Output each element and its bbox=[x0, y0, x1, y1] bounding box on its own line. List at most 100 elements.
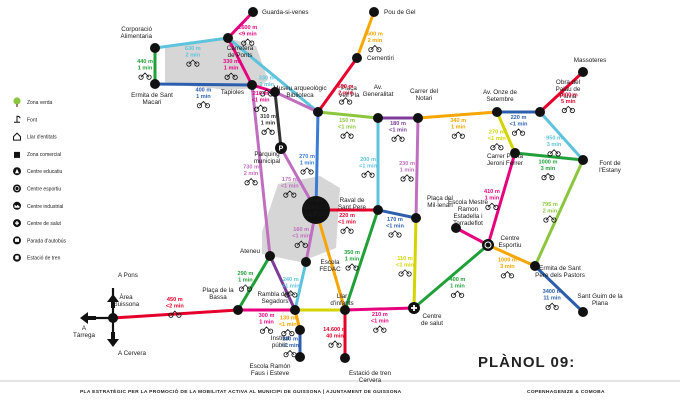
stop-node-ateneu[interactable] bbox=[265, 251, 275, 261]
stop-node-escola_ramon[interactable] bbox=[295, 352, 305, 362]
segment-time-label: 2 min bbox=[186, 52, 201, 58]
segment-ateneu-placa_bassa bbox=[236, 254, 272, 312]
stop-label-guarda: Guarda-si-venes bbox=[262, 9, 309, 16]
stop-node-rambla[interactable] bbox=[290, 305, 300, 315]
health-cross-glyph bbox=[411, 305, 417, 311]
stop-label-centre_esportiu: Centre bbox=[501, 235, 520, 242]
stop-node-sant_guim[interactable] bbox=[578, 307, 588, 317]
bicycle-icon bbox=[283, 349, 297, 358]
segment-obra_fluvia-font_estany bbox=[538, 110, 585, 162]
segment-distance-label: 330 m bbox=[259, 76, 275, 82]
segment-time-label: 1 min bbox=[138, 66, 153, 72]
bicycle-icon bbox=[168, 310, 182, 318]
stop-node-llar_infants[interactable] bbox=[340, 305, 350, 315]
stop-node-av_onze[interactable] bbox=[492, 107, 502, 117]
stop-node-bisbe[interactable] bbox=[302, 196, 330, 224]
stop-node-escola_mestre[interactable] bbox=[451, 223, 461, 233]
segment-escola_fedac-rambla bbox=[293, 260, 308, 312]
segment-time-label: <1 min bbox=[282, 283, 300, 289]
segment-placa_vell_pla-cementiri bbox=[316, 56, 359, 114]
stop-node-corporacio[interactable] bbox=[150, 43, 160, 53]
stop-label-cementiri: Cementiri bbox=[367, 55, 394, 62]
segment-distance-label: 270 m bbox=[299, 154, 315, 160]
stop-node-cementiri[interactable] bbox=[352, 53, 362, 63]
stop-label-pou_gel: Pou de Gel bbox=[384, 9, 416, 16]
bicycle-icon bbox=[261, 127, 275, 135]
stop-node-carrer_poeta[interactable] bbox=[510, 148, 520, 158]
segment-time-label: <1 min bbox=[386, 223, 404, 229]
segment-distance-label: 690 m bbox=[338, 84, 354, 90]
bicycle-icon bbox=[340, 226, 354, 234]
legend-label: Centre esportiu bbox=[27, 187, 61, 193]
segment-distance-label: 440 m bbox=[137, 59, 153, 65]
stop-label-area_guissona: Àrea bbox=[119, 292, 133, 301]
segment-distance-label: 795 m bbox=[542, 202, 558, 208]
route-stops: P bbox=[108, 7, 588, 363]
segment-placa_vell_pla-av_generalitat bbox=[316, 110, 380, 120]
stop-node-guarda[interactable] bbox=[248, 7, 258, 17]
stop-label-escola_ramon: Faus i Esteve bbox=[251, 370, 290, 377]
segment-time-label: <1 min bbox=[338, 220, 356, 226]
bicycle-icon bbox=[283, 190, 297, 198]
segment-raval-placa_millenari bbox=[376, 208, 418, 220]
segment-distance-label: 630 m bbox=[185, 46, 201, 52]
segment-time-label: <1 min bbox=[371, 318, 389, 324]
stop-label-placa_bassa: Plaça de la bbox=[202, 287, 234, 294]
bicycle-icon bbox=[260, 89, 274, 97]
sports-icon[interactable] bbox=[482, 239, 494, 251]
segment-time-label: 1 min bbox=[224, 66, 239, 72]
bicycle-icon bbox=[340, 131, 354, 139]
segment-distance-label: 950 m bbox=[546, 136, 562, 142]
stop-node-placa_millenari[interactable] bbox=[411, 213, 421, 223]
stop-label-av_onze: Setembre bbox=[486, 96, 514, 103]
stop-node-institut[interactable] bbox=[295, 325, 305, 335]
segment-bisbe-llar_infants bbox=[314, 208, 347, 312]
segment-distance-label: 150 m bbox=[339, 118, 355, 124]
stop-node-placa_bassa[interactable] bbox=[233, 305, 243, 315]
bicycle-icon bbox=[196, 100, 211, 109]
stop-node-massoteres[interactable] bbox=[578, 67, 588, 77]
stop-node-av_generalitat[interactable] bbox=[373, 113, 383, 123]
stop-node-ermita_macari[interactable] bbox=[150, 79, 160, 89]
segment-carrer_poeta-centre_esportiu bbox=[486, 151, 517, 247]
legend-label: Zona verda bbox=[27, 100, 53, 106]
stop-node-placa_vell_pla[interactable] bbox=[313, 107, 323, 117]
stop-node-obra_fluvia[interactable] bbox=[535, 107, 545, 117]
segment-time-label: 1 min bbox=[259, 82, 274, 88]
stop-label-escola_fedac: Escola bbox=[321, 259, 340, 266]
parking-icon[interactable] bbox=[275, 142, 287, 154]
segment-ateneu-rambla bbox=[268, 254, 297, 312]
segment-time-label: <1 min bbox=[396, 262, 414, 268]
segment-time-label: <1 min bbox=[359, 164, 377, 170]
legend-label: Centre educatiu bbox=[27, 169, 63, 175]
stop-node-pou_gel[interactable] bbox=[369, 7, 379, 17]
segment-escola_mestre-centre_esportiu bbox=[454, 226, 490, 247]
stop-label-carrer_notari: Notari bbox=[416, 95, 433, 102]
segment-tapioles-ateneu bbox=[250, 83, 272, 258]
stop-node-carrer_notari[interactable] bbox=[413, 113, 423, 123]
plan-title: PLÀNOL 09: bbox=[478, 354, 575, 371]
stop-label-centre_salut: Centre bbox=[423, 313, 442, 320]
segment-carretera_ponts-placa_vell_pla bbox=[226, 36, 320, 114]
stop-node-carretera_ponts[interactable] bbox=[223, 33, 233, 43]
stop-node-font_estany[interactable] bbox=[578, 155, 588, 165]
segment-museu-placa_vell_pla bbox=[273, 90, 320, 114]
arrow-west-icon bbox=[80, 312, 96, 324]
footer-right-text: COPENHAGENIZE & COMOBA bbox=[527, 389, 605, 395]
health-cross-glyph bbox=[15, 221, 19, 226]
segment-time-label: 2 min bbox=[368, 38, 383, 44]
stop-node-estacio_tren[interactable] bbox=[340, 353, 350, 363]
stop-label-ermita_macari: Macari bbox=[143, 99, 162, 106]
stop-label-llar_infants: Llar bbox=[337, 293, 348, 300]
stop-node-escola_fedac[interactable] bbox=[301, 257, 311, 267]
stop-label-font_estany: Font de bbox=[599, 160, 621, 167]
stop-node-tapioles[interactable] bbox=[247, 80, 257, 90]
bicycle-icon bbox=[259, 326, 274, 334]
segment-distance-label: 3400 m bbox=[543, 289, 562, 295]
segment-time-label: 1 min bbox=[485, 196, 500, 202]
stop-node-ermita_pere[interactable] bbox=[530, 261, 540, 271]
segment-time-label: <1 min bbox=[510, 122, 528, 128]
legend-label: Parada d'autobús bbox=[27, 238, 67, 244]
stop-node-raval[interactable] bbox=[373, 205, 383, 215]
